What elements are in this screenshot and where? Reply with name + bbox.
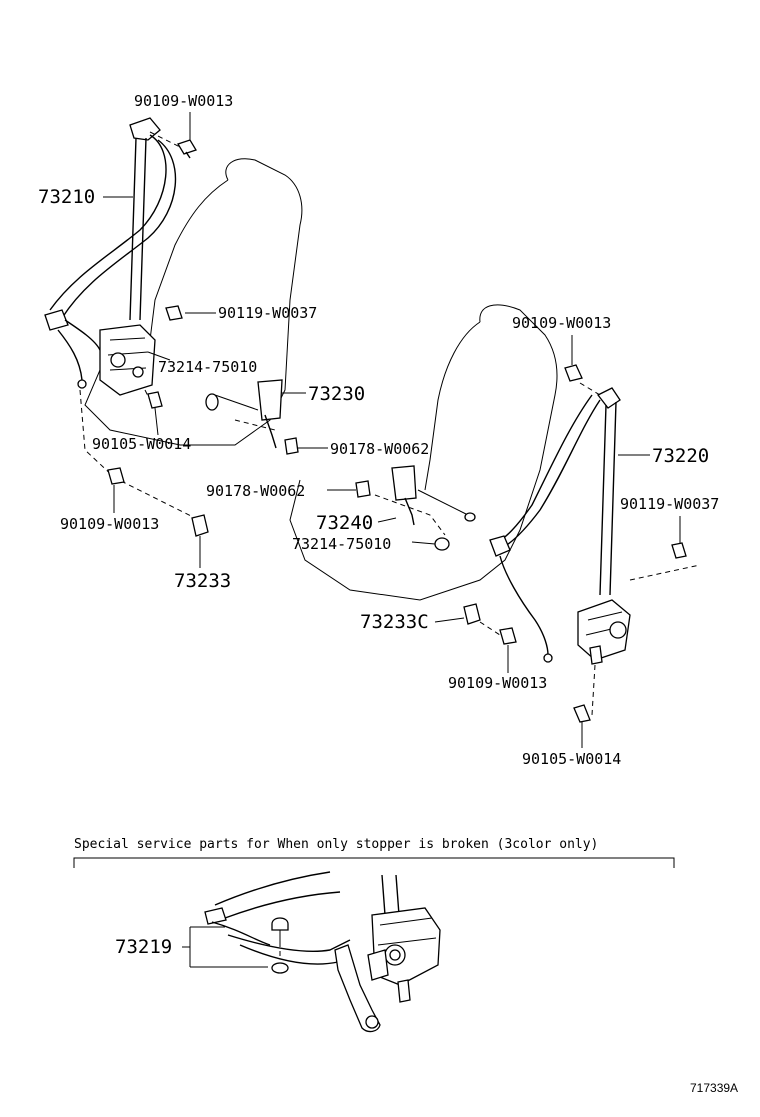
label-90178-w0062-lower: 90178-W0062 xyxy=(206,482,305,500)
label-73214-75010-left: 73214-75010 xyxy=(158,358,257,376)
label-73230: 73230 xyxy=(308,383,365,405)
label-90105-w0014-right: 90105-W0014 xyxy=(522,750,621,768)
buckle-73230 xyxy=(205,379,299,455)
label-90105-w0014-left: 90105-W0014 xyxy=(92,435,191,453)
left-seat-outline xyxy=(84,158,303,446)
label-90119-w0037-right: 90119-W0037 xyxy=(620,495,719,513)
label-73233c: 73233C xyxy=(360,611,429,633)
label-90109-w0013-lower-right: 90109-W0013 xyxy=(448,674,547,692)
bolt-90109-lower-left xyxy=(107,467,125,485)
label-90119-w0037-left: 90119-W0037 xyxy=(218,304,317,322)
label-73220: 73220 xyxy=(652,445,709,467)
note-bracket xyxy=(73,857,675,868)
stopper-73233c xyxy=(463,603,481,625)
label-73233: 73233 xyxy=(174,570,231,592)
buckle-73240 xyxy=(355,465,476,551)
right-belt-assembly xyxy=(479,382,701,716)
label-90109-w0013-lower-left: 90109-W0013 xyxy=(60,515,159,533)
stopper-73233 xyxy=(191,514,209,537)
bolt-90105-left xyxy=(147,391,163,409)
leader-lines xyxy=(103,112,681,748)
bolt-upper-right xyxy=(564,364,583,382)
detail-illustration xyxy=(204,871,441,1033)
label-73219: 73219 xyxy=(115,936,172,958)
right-seat-outline xyxy=(289,304,558,601)
bolt-90119-right xyxy=(671,542,687,559)
label-90109-w0013-top-left: 90109-W0013 xyxy=(134,92,233,110)
special-service-note: Special service parts for When only stop… xyxy=(74,837,598,852)
bolt-90109-lower-right xyxy=(499,627,517,645)
bolt-upper-left xyxy=(177,139,197,159)
label-73214-75010-right: 73214-75010 xyxy=(292,535,391,553)
label-73210: 73210 xyxy=(38,186,95,208)
reference-code: 717339A xyxy=(690,1081,738,1095)
left-belt-assembly xyxy=(44,117,196,519)
bracket-73219 xyxy=(182,926,268,968)
label-73240: 73240 xyxy=(316,512,373,534)
label-90109-w0013-top-right: 90109-W0013 xyxy=(512,314,611,332)
bolt-90105-right xyxy=(573,704,591,723)
bolt-90119-left xyxy=(165,305,183,321)
label-90178-w0062-upper: 90178-W0062 xyxy=(330,440,429,458)
